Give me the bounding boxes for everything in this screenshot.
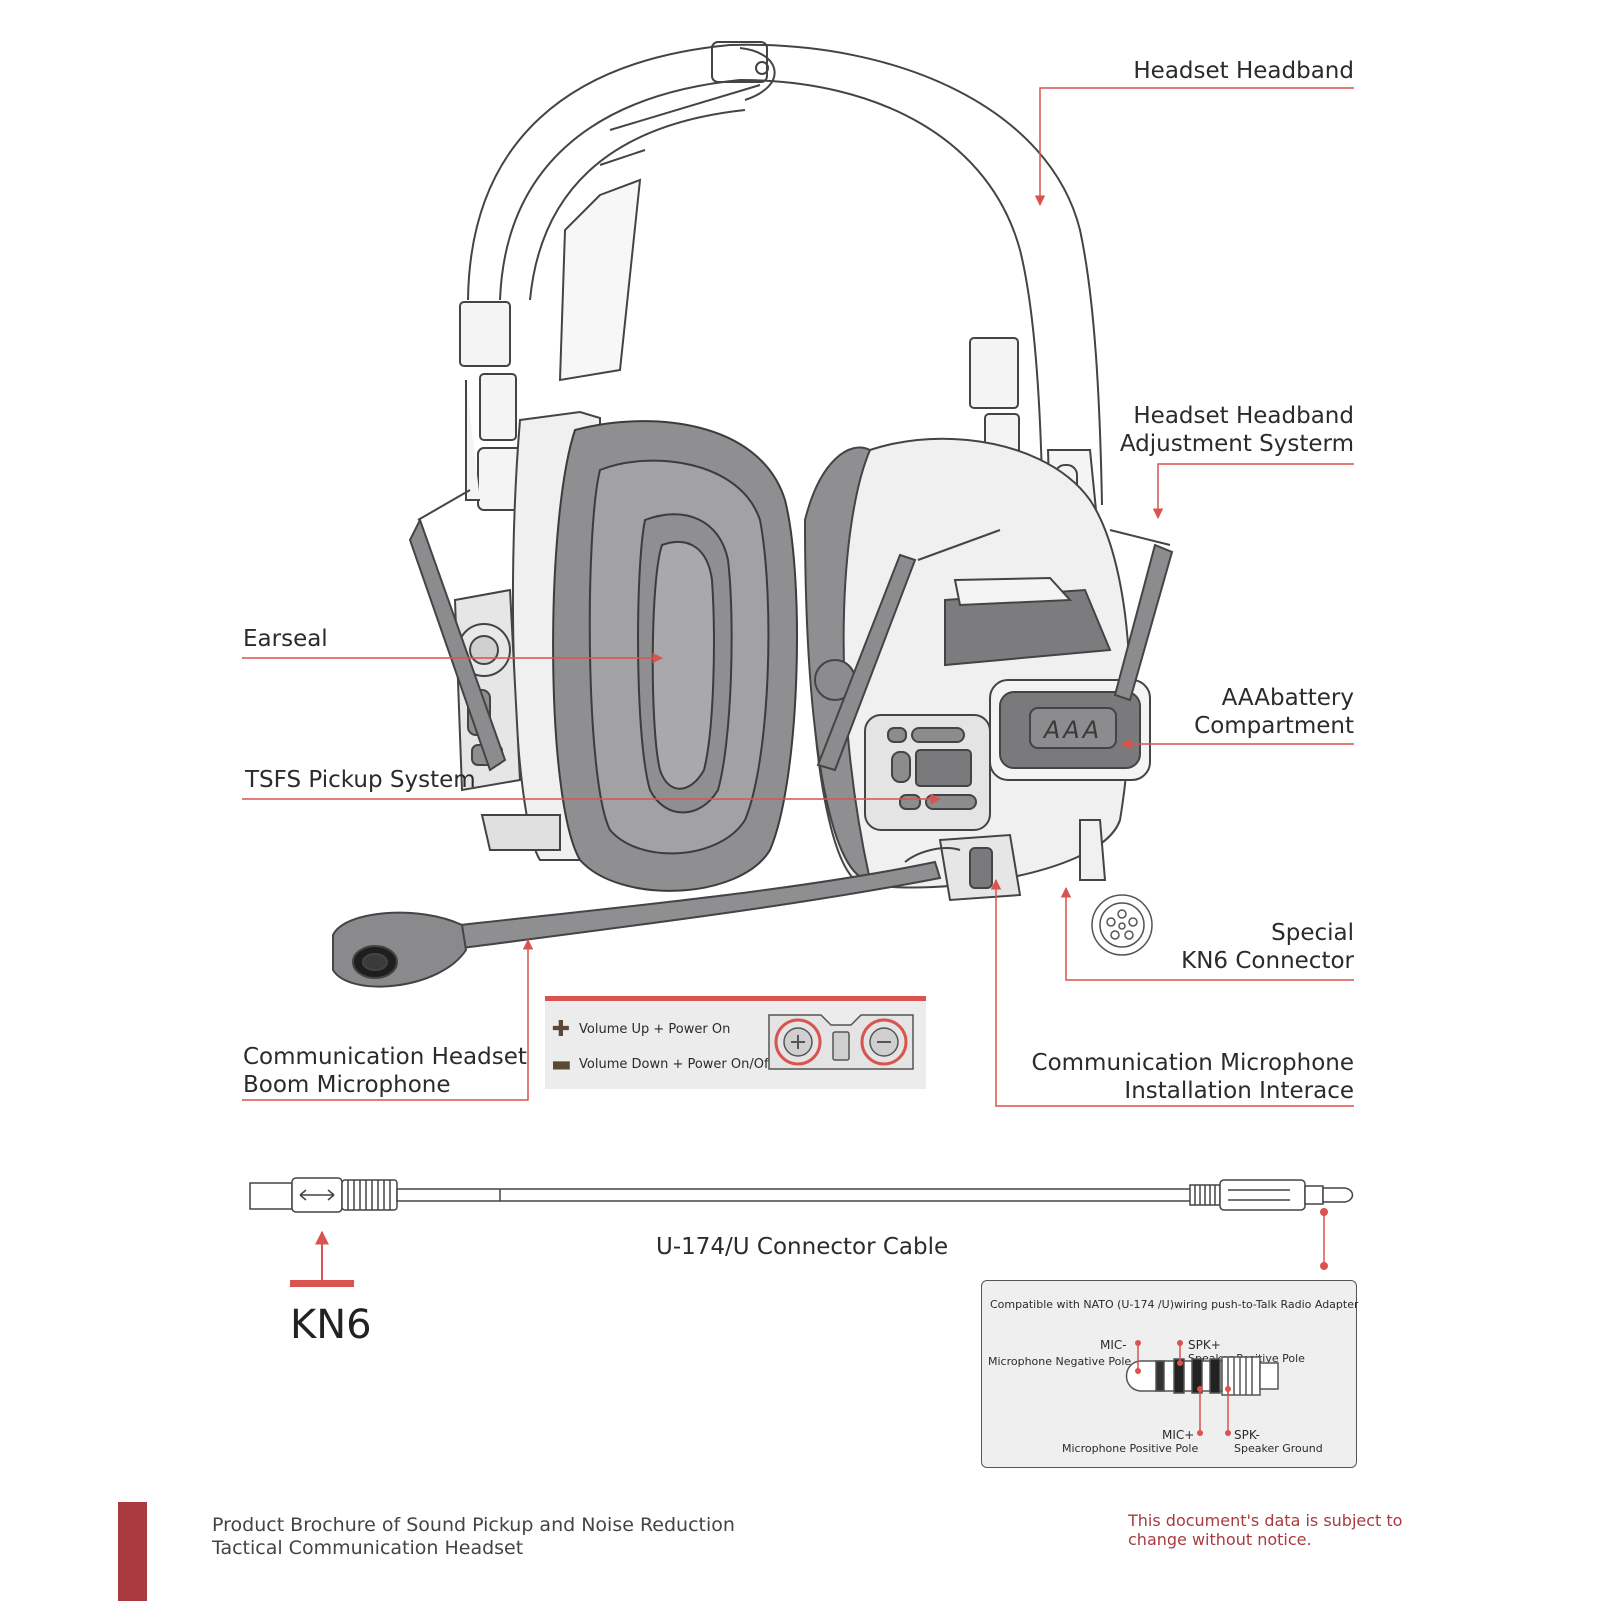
pinout-panel: Compatible with NATO (U-174 /U)wiring pu… — [981, 1280, 1359, 1468]
callout-tsfs-pickup: TSFS Pickup System — [245, 767, 476, 793]
plus-key-label: Volume Up + Power On — [579, 1022, 731, 1037]
callout-boom-line1: Communication Headset — [243, 1044, 527, 1070]
minus-icon: ▬ — [551, 1052, 572, 1077]
kn6-label: KN6 — [290, 1302, 372, 1348]
pin-spk-minus-desc: Speaker Ground — [1234, 1442, 1323, 1455]
callout-kn6-connector: Special KN6 Connector — [1181, 919, 1354, 975]
callout-lines — [242, 87, 1354, 1107]
key-row-plus: ✚ Volume Up + Power On — [551, 1017, 731, 1042]
pin-mic-plus: MIC+ — [1162, 1428, 1195, 1442]
callout-boom-microphone: Communication Headset Boom Microphone — [243, 1043, 527, 1099]
cable-callouts — [290, 1208, 1328, 1287]
minus-key-label: Volume Down + Power On/Off — [579, 1057, 773, 1072]
callout-headband-adjustment-line2: Adjustment Systerm — [1119, 431, 1354, 457]
volume-buttons-icon — [768, 1014, 914, 1070]
callout-battery-compartment: AAAbattery Compartment — [1194, 684, 1354, 740]
battery-door-text: AAA — [1042, 716, 1102, 744]
pin-mic-minus: MIC- — [1100, 1338, 1127, 1352]
callout-earseal: Earseal — [243, 626, 328, 652]
callout-headband: Headset Headband — [1133, 58, 1354, 84]
callout-mic-interface-line1: Communication Microphone — [1031, 1050, 1354, 1076]
pin-spk-minus: SPK- — [1234, 1428, 1260, 1442]
footer-accent-bar — [118, 1502, 147, 1601]
callout-headband-adjustment: Headset Headband Adjustment Systerm — [1120, 402, 1354, 458]
volume-key-panel: ✚ Volume Up + Power On ▬ Volume Down + P… — [545, 996, 926, 1089]
callout-mic-interface-line2: Installation Interace — [1124, 1078, 1354, 1104]
callout-boom-line2: Boom Microphone — [243, 1072, 451, 1098]
footer-notice-line1: This document's data is subject to — [1128, 1511, 1403, 1530]
footer-title: Product Brochure of Sound Pickup and Noi… — [212, 1514, 735, 1560]
plug-pinout-drawing — [1125, 1340, 1279, 1436]
right-earcup-drawing: AAA — [803, 437, 1174, 902]
kn6-connector-icon — [1091, 894, 1153, 956]
pinout-title: Compatible with NATO (U-174 /U)wiring pu… — [990, 1298, 1359, 1311]
key-row-minus: ▬ Volume Down + Power On/Off — [551, 1052, 773, 1077]
cable-label: U-174/U Connector Cable — [656, 1234, 949, 1260]
connector-cable-drawing — [249, 1177, 1354, 1213]
footer-notice-line2: change without notice. — [1128, 1530, 1312, 1549]
boom-microphone-drawing — [332, 847, 961, 988]
pin-mic-plus-desc: Microphone Positive Pole — [1062, 1442, 1199, 1455]
callout-battery-line2: Compartment — [1194, 713, 1354, 739]
plus-icon: ✚ — [551, 1017, 571, 1042]
footer-title-line1: Product Brochure of Sound Pickup and Noi… — [212, 1514, 735, 1536]
footer-notice: This document's data is subject to chang… — [1128, 1511, 1402, 1549]
earseal-drawing — [552, 420, 798, 892]
footer-title-line2: Tactical Communication Headset — [212, 1537, 524, 1559]
callout-kn6-line2: KN6 Connector — [1181, 948, 1354, 974]
callout-battery-line1: AAAbattery — [1221, 685, 1354, 711]
headband-slider-left — [459, 301, 527, 511]
callout-headband-adjustment-line1: Headset Headband — [1133, 403, 1354, 429]
headband-drawing — [467, 41, 1103, 506]
pin-mic-minus-desc: Microphone Negative Pole — [988, 1355, 1132, 1368]
callout-kn6-line1: Special — [1271, 920, 1354, 946]
pin-spk-plus: SPK+ — [1188, 1338, 1221, 1352]
callout-mic-interface: Communication Microphone Installation In… — [1032, 1049, 1354, 1105]
